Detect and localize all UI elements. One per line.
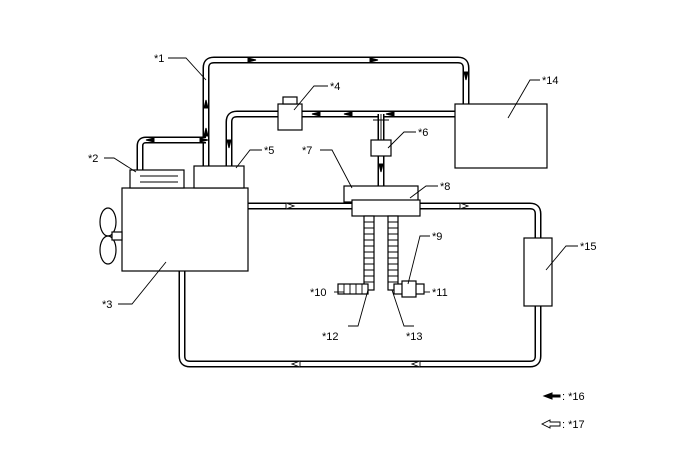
return-hose-inner (225, 110, 455, 166)
label-c2: *2 (88, 153, 98, 165)
label-c9: *9 (432, 231, 442, 243)
label-c6: *6 (418, 127, 428, 139)
label-c12: *12 (322, 331, 339, 343)
open-flow-arrows (285, 202, 470, 368)
fan-icon (99, 207, 123, 265)
component-4-cap (282, 96, 298, 105)
pipes (136, 56, 542, 368)
legend-open-label: : *17 (562, 419, 585, 431)
label-c15: *15 (580, 241, 597, 253)
label-c14: *14 (542, 75, 559, 87)
corrugated-hose-12 (337, 215, 375, 295)
component-2-block (129, 169, 185, 189)
solid-flow-arrows (145, 57, 469, 173)
label-c13: *13 (406, 331, 423, 343)
component-14-box (454, 103, 548, 169)
legend-solid-arrow-icon (542, 392, 561, 400)
leader-lines (104, 57, 578, 327)
label-c1: *1 (154, 53, 164, 65)
legend-open-arrow-icon (540, 419, 561, 429)
component-5-housing (193, 165, 245, 189)
label-c8: *8 (440, 181, 450, 193)
component-3-engine (121, 187, 249, 272)
label-c4: *4 (330, 81, 340, 93)
corrugated-hose-13 (387, 215, 425, 298)
label-c10: *10 (310, 287, 327, 299)
label-c7: *7 (302, 145, 312, 157)
label-c11: *11 (432, 287, 448, 299)
component-4-reservoir (277, 103, 303, 131)
label-c5: *5 (264, 145, 274, 157)
legend-solid-label: : *16 (562, 391, 585, 403)
callout-labels: *1 *2 *3 *4 *5 *6 *7 *8 *9 *10 *11 *12 *… (88, 53, 597, 343)
component-11-fitting (401, 280, 417, 298)
component-8-block (351, 199, 421, 217)
component-15-element (523, 237, 553, 307)
legend: : *16 : *17 (540, 391, 585, 431)
label-c3: *3 (102, 299, 112, 311)
